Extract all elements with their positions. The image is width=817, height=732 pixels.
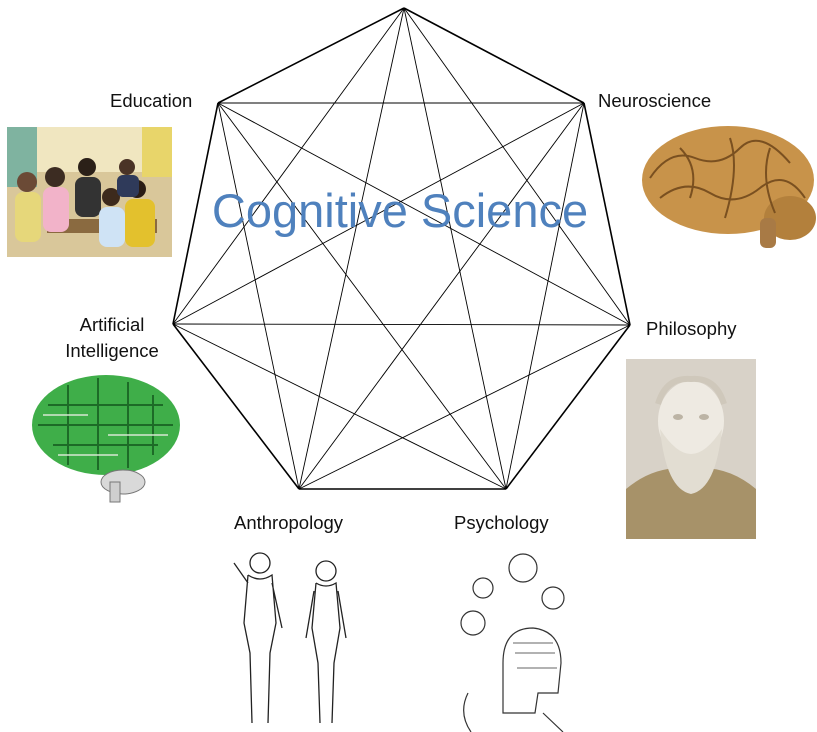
label-neuroscience: Neuroscience [598,90,712,111]
label-philosophy: Philosophy [646,318,737,339]
connection-line [217,7,405,104]
connection-line [172,323,631,326]
human-figures-line-drawing [218,543,373,732]
label-anthropology: Anthropology [234,512,344,533]
connection-line [172,7,405,325]
circuit-board-brain-image [28,370,188,505]
connection-line [298,324,631,490]
label-psychology: Psychology [454,512,549,533]
connection-line [583,102,631,326]
connection-line [217,102,631,326]
connection-line [403,7,631,326]
phrenology-head-engraving [443,543,580,732]
connection-line [403,7,585,104]
aristotle-bust-photo [626,359,756,539]
connection-line [505,324,631,490]
label-artificial-intelligence: Artificial Intelligence [65,314,159,361]
connection-line [505,102,585,490]
human-brain-photo [640,118,817,253]
label-education: Education [110,90,193,111]
connection-line [217,102,300,490]
connection-line [298,102,585,490]
connection-line [298,7,405,490]
connection-line [172,102,585,325]
connection-line [217,102,507,490]
center-title: Cognitive Science [211,184,589,237]
connection-line [172,323,300,490]
connection-line [172,102,219,325]
connection-line [403,7,507,490]
connection-line [172,323,507,490]
classroom-children-photo [7,127,172,257]
